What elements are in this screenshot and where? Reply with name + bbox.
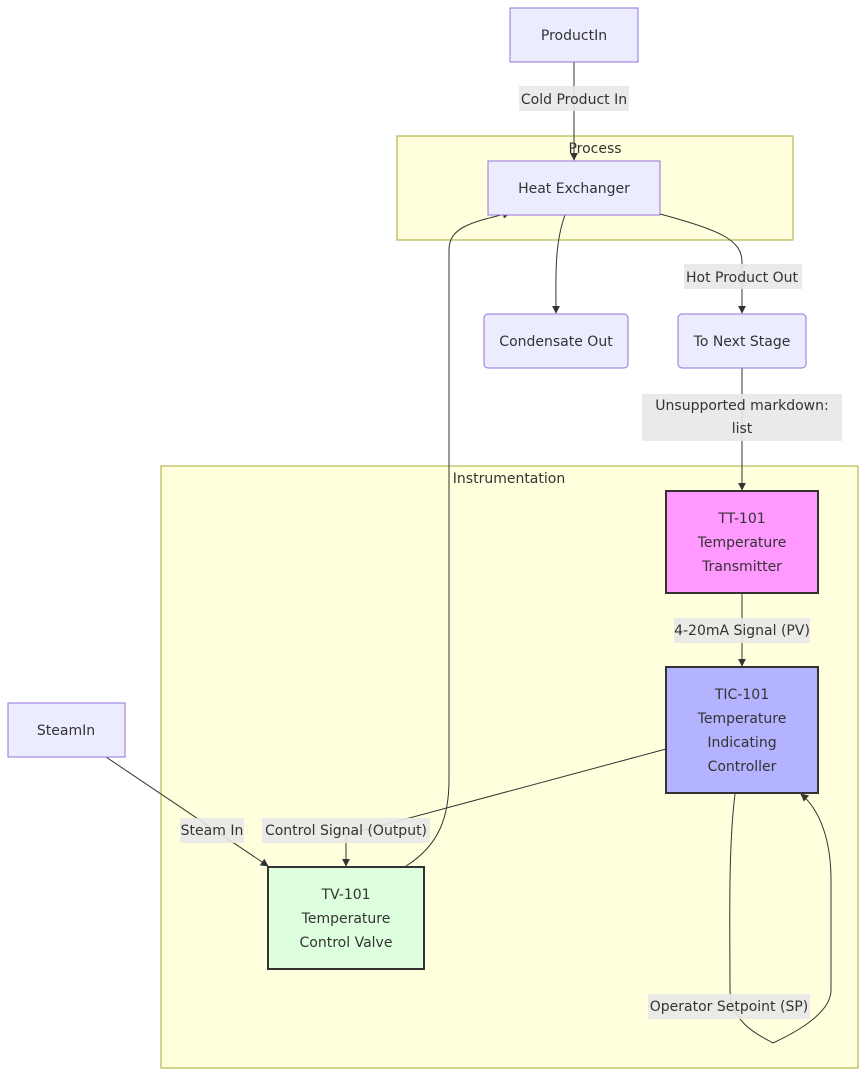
svg-text:Operator Setpoint (SP): Operator Setpoint (SP) bbox=[650, 999, 809, 1015]
node-steamin: SteamIn bbox=[7, 702, 126, 758]
svg-text:Control Valve: Control Valve bbox=[300, 935, 393, 951]
process-cluster-title: Process bbox=[568, 141, 621, 157]
svg-text:TT-101: TT-101 bbox=[717, 511, 765, 527]
edge-tic101-setpoint-loop bbox=[729, 793, 832, 1044]
edge-label-control-signal: Control Signal (Output) bbox=[262, 818, 430, 843]
svg-text:Unsupported markdown:: Unsupported markdown: bbox=[655, 398, 828, 414]
svg-text:Steam In: Steam In bbox=[181, 823, 244, 839]
edge-steamin-to-tv101 bbox=[105, 756, 269, 867]
edge-tv101-to-heat-exchanger bbox=[405, 210, 511, 867]
svg-text:Controller: Controller bbox=[708, 759, 777, 775]
svg-text:To Next Stage: To Next Stage bbox=[693, 334, 791, 350]
svg-text:ProductIn: ProductIn bbox=[541, 28, 607, 44]
node-condensate-out: Condensate Out bbox=[483, 313, 629, 369]
edge-label-signal-pv: 4-20mA Signal (PV) bbox=[674, 618, 810, 643]
edge-label-unsupported-markdown: Unsupported markdown: list bbox=[642, 394, 842, 441]
svg-text:Indicating: Indicating bbox=[707, 735, 776, 751]
node-tic101: TIC-101 Temperature Indicating Controlle… bbox=[665, 666, 819, 794]
svg-text:Temperature: Temperature bbox=[697, 711, 787, 727]
node-tt101: TT-101 Temperature Transmitter bbox=[665, 490, 819, 594]
svg-text:4-20mA Signal (PV): 4-20mA Signal (PV) bbox=[674, 623, 810, 639]
edge-heat-exchanger-to-condensate bbox=[551, 214, 566, 314]
edge-label-steam-in: Steam In bbox=[180, 818, 244, 843]
edge-heat-exchanger-to-next-stage bbox=[659, 213, 746, 314]
svg-text:TIC-101: TIC-101 bbox=[714, 687, 769, 703]
svg-text:Control Signal (Output): Control Signal (Output) bbox=[265, 823, 427, 839]
edge-label-cold-product-in: Cold Product In bbox=[519, 86, 629, 111]
instrumentation-cluster-title: Instrumentation bbox=[453, 471, 565, 487]
svg-text:Temperature: Temperature bbox=[697, 535, 787, 551]
edge-label-hot-product-out: Hot Product Out bbox=[684, 264, 802, 289]
svg-text:TV-101: TV-101 bbox=[320, 887, 370, 903]
svg-text:list: list bbox=[732, 421, 753, 437]
node-to-next-stage: To Next Stage bbox=[677, 313, 807, 369]
svg-text:Temperature: Temperature bbox=[301, 911, 391, 927]
node-heat-exchanger: Heat Exchanger bbox=[487, 160, 661, 216]
node-productin: ProductIn bbox=[509, 7, 639, 63]
svg-text:Hot Product Out: Hot Product Out bbox=[686, 270, 799, 286]
svg-text:Heat Exchanger: Heat Exchanger bbox=[518, 181, 630, 197]
svg-text:SteamIn: SteamIn bbox=[37, 723, 95, 739]
svg-text:Transmitter: Transmitter bbox=[701, 559, 782, 575]
svg-text:Condensate Out: Condensate Out bbox=[499, 334, 613, 350]
svg-text:Cold Product In: Cold Product In bbox=[521, 92, 627, 108]
node-tv101: TV-101 Temperature Control Valve bbox=[267, 866, 425, 970]
edge-label-operator-setpoint: Operator Setpoint (SP) bbox=[648, 994, 810, 1019]
